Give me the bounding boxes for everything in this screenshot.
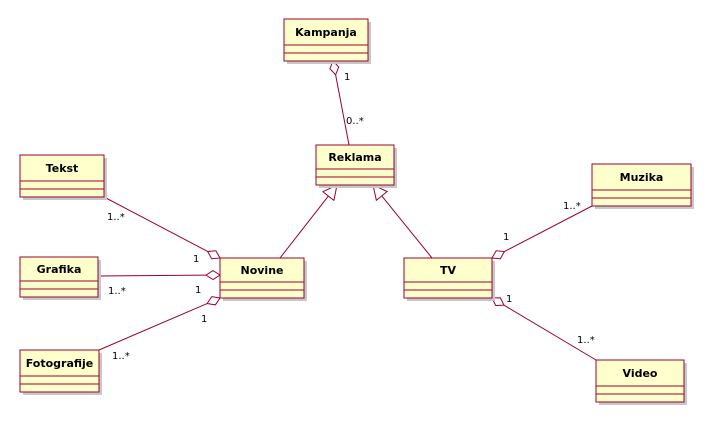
- aggregation-novine-fotografije[interactable]: [98, 296, 221, 351]
- aggregation-line: [98, 303, 208, 351]
- class-fotografije[interactable]: Fotografije: [19, 349, 102, 395]
- class-muzika[interactable]: Muzika: [591, 163, 694, 209]
- class-box: [19, 349, 100, 393]
- part-multiplicity: 1..*: [577, 335, 595, 346]
- class-name: Reklama: [328, 151, 381, 164]
- class-novine[interactable]: Novine: [219, 257, 307, 301]
- aggregation-line: [103, 196, 208, 252]
- aggregation-line: [335, 74, 350, 146]
- part-multiplicity: 1..*: [108, 286, 126, 297]
- part-multiplicity: 1..*: [112, 351, 130, 362]
- relationship-lines: [97, 60, 597, 361]
- class-tv[interactable]: TV: [403, 257, 495, 301]
- whole-multiplicity: 1: [193, 254, 199, 265]
- class-kampanja[interactable]: Kampanja: [283, 18, 371, 64]
- class-box: [595, 359, 685, 403]
- whole-multiplicity: 1: [506, 294, 512, 305]
- class-name: Muzika: [620, 171, 664, 184]
- class-name: Kampanja: [295, 26, 357, 39]
- aggregation-diamond: [491, 250, 506, 260]
- generalization-tv-reklama[interactable]: [372, 184, 433, 259]
- whole-multiplicity: 1: [201, 314, 207, 325]
- class-name: Grafika: [37, 263, 82, 276]
- aggregation-diamond: [329, 60, 340, 76]
- class-box: [283, 18, 369, 62]
- aggregation-line: [97, 274, 207, 277]
- whole-multiplicity: 1: [503, 232, 509, 243]
- class-grafika[interactable]: Grafika: [19, 256, 101, 300]
- aggregation-novine-grafika[interactable]: [97, 269, 221, 281]
- class-box: [219, 257, 305, 299]
- class-reklama[interactable]: Reklama: [315, 144, 397, 188]
- aggregation-diamond: [206, 250, 221, 260]
- aggregation-diamond: [491, 297, 505, 306]
- class-name: Novine: [241, 264, 284, 277]
- aggregation-line: [503, 304, 597, 361]
- generalization-novine-reklama[interactable]: [279, 184, 338, 259]
- generalization-arrowhead: [321, 184, 338, 202]
- multiplicity-labels: 1 0..* 1 1..* 1 1..* 1 1..* 1 1..* 1 1..*: [107, 72, 595, 362]
- generalization-arrowhead: [372, 184, 389, 202]
- class-box: [19, 154, 105, 198]
- class-tekst[interactable]: Tekst: [19, 154, 107, 200]
- class-name: Video: [623, 367, 658, 380]
- aggregation-tv-video[interactable]: [491, 297, 597, 361]
- aggregation-diamond: [205, 269, 221, 281]
- part-multiplicity: 0..*: [346, 116, 364, 127]
- class-box: [315, 144, 395, 186]
- aggregation-tv-muzika[interactable]: [491, 205, 593, 260]
- whole-multiplicity: 1: [195, 285, 201, 296]
- aggregation-novine-tekst[interactable]: [103, 196, 221, 260]
- class-box: [591, 163, 692, 207]
- aggregation-line: [504, 205, 593, 252]
- class-box: [403, 257, 493, 299]
- aggregation-kampanja-reklama[interactable]: [329, 60, 350, 146]
- generalization-line: [279, 195, 329, 259]
- class-video[interactable]: Video: [595, 359, 687, 405]
- whole-multiplicity: 1: [344, 72, 350, 83]
- part-multiplicity: 1..*: [107, 212, 125, 223]
- aggregation-diamond: [206, 296, 221, 306]
- part-multiplicity: 1..*: [563, 201, 581, 212]
- generalization-line: [381, 195, 433, 259]
- class-box: [19, 256, 99, 298]
- class-name: Fotografije: [26, 357, 94, 370]
- class-name: Tekst: [46, 162, 79, 175]
- class-name: TV: [440, 264, 457, 277]
